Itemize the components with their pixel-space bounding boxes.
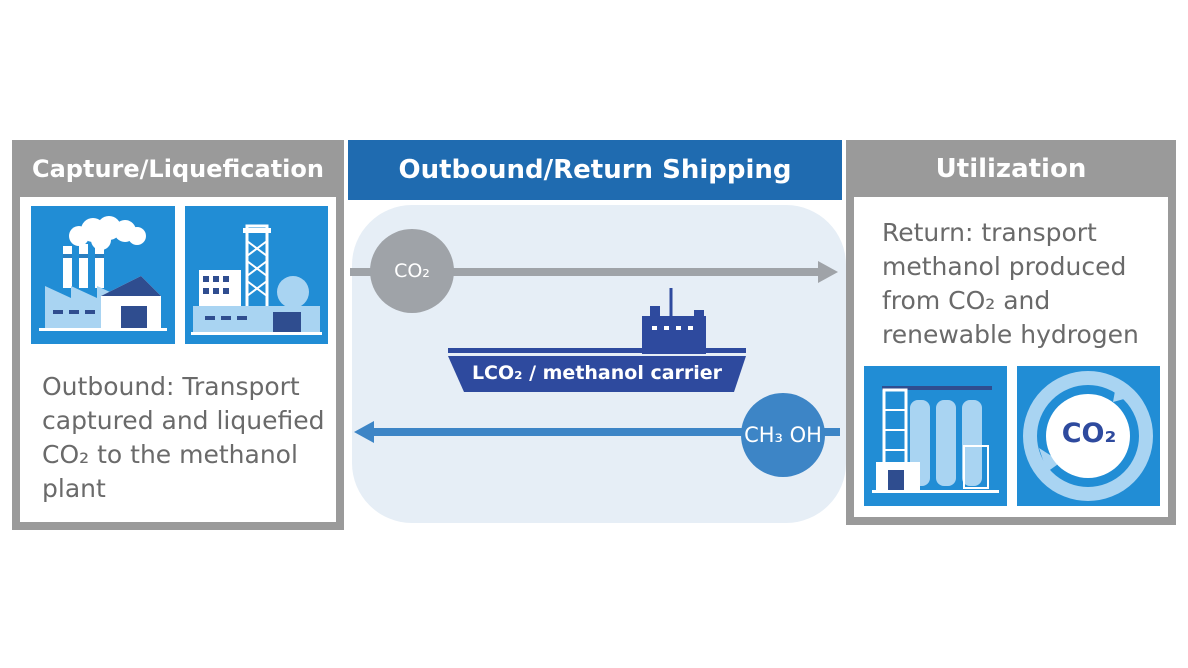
utilization-description-line: renewable hydrogen (882, 320, 1139, 349)
co2-recycle-icon (1017, 366, 1160, 506)
shipping-panel-title: Outbound/Return Shipping (348, 140, 842, 200)
capture-description-line: plant (42, 474, 106, 503)
utilization-description: Return: transport methanol produced from… (882, 216, 1168, 352)
return-arrow-line (372, 428, 840, 436)
capture-description-line: CO₂ to the methanol (42, 440, 298, 469)
co2-badge: CO₂ (1061, 418, 1117, 449)
outbound-arrowhead-icon (818, 261, 838, 283)
utilization-description-line: Return: transport (882, 218, 1097, 247)
capture-description: Outbound: Transport captured and liquefi… (42, 370, 332, 506)
ship-icon (448, 288, 746, 392)
utilization-description-line: methanol produced (882, 252, 1127, 281)
capture-panel-title: Capture/Liquefication (12, 140, 344, 197)
industrial-plant-icon (185, 206, 328, 344)
outbound-arrow-line (350, 268, 820, 276)
methanol-plant-icon (864, 366, 1007, 506)
utilization-panel-title: Utilization (846, 140, 1176, 197)
co2-bubble: CO₂ (370, 229, 454, 313)
capture-description-line: Outbound: Transport (42, 372, 300, 401)
capture-description-line: captured and liquefied (42, 406, 325, 435)
return-arrowhead-icon (354, 421, 374, 443)
methanol-bubble: CH₃ OH (741, 393, 825, 477)
utilization-description-line: from CO₂ and (882, 286, 1051, 315)
factory-icon (31, 206, 175, 344)
ship-label: LCO₂ / methanol carrier (471, 362, 723, 384)
